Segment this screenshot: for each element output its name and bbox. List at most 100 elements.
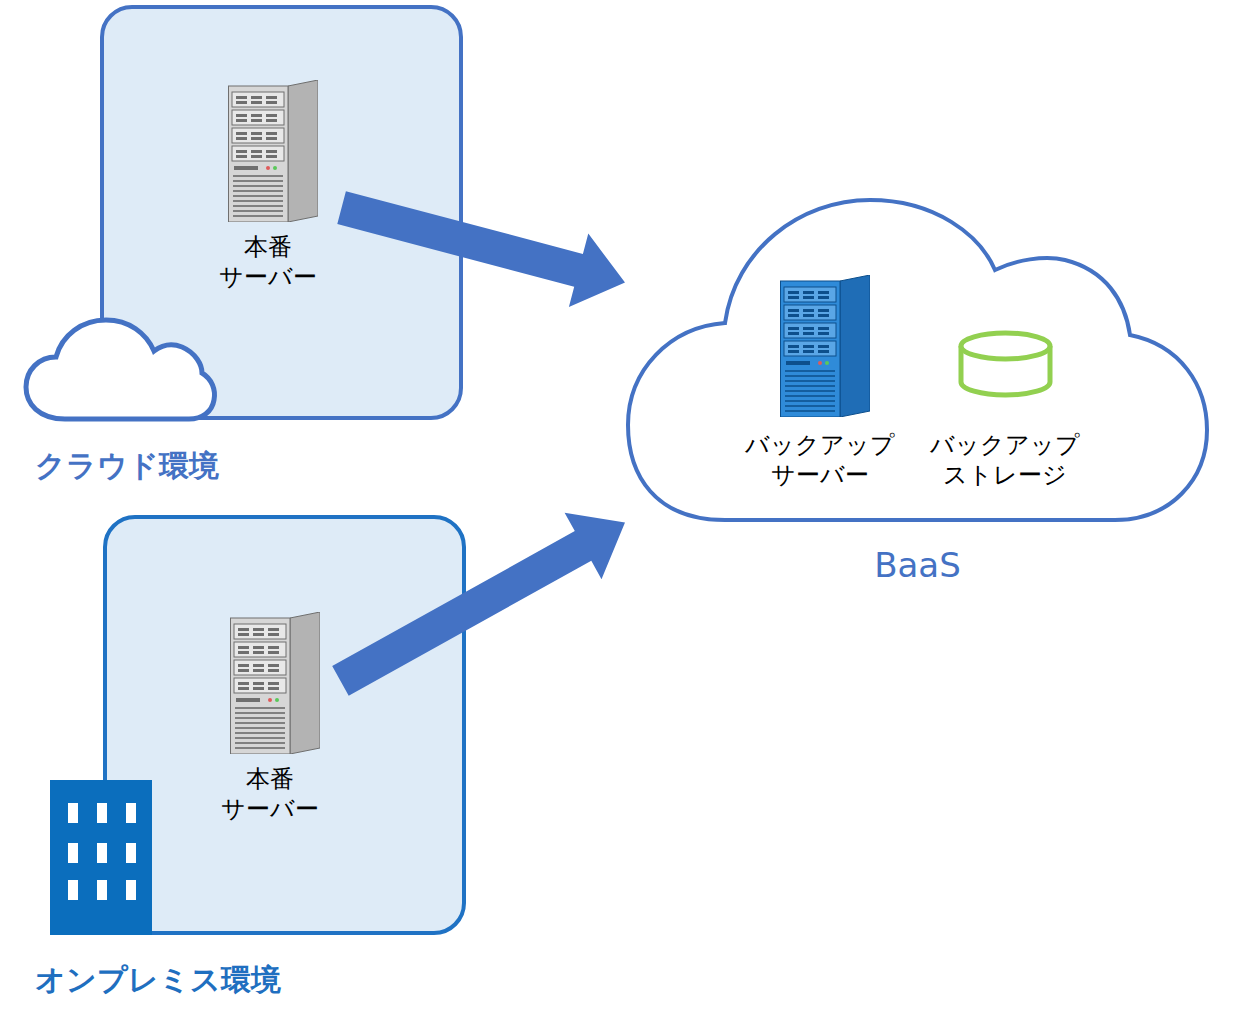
- building-icon: [50, 780, 152, 935]
- drive-slot: [238, 628, 249, 631]
- cloud-shape: [628, 200, 1207, 520]
- server-led: [825, 361, 829, 365]
- drive-slot: [251, 114, 262, 117]
- drive-slot: [253, 646, 264, 649]
- drive-slot: [818, 332, 829, 335]
- building-window: [126, 803, 136, 823]
- drive-slot: [788, 309, 799, 312]
- server-vent: [785, 370, 835, 372]
- drive-slot: [236, 119, 247, 122]
- drive-bay: [232, 146, 284, 161]
- building-window: [68, 803, 78, 823]
- server-led: [273, 166, 277, 170]
- drive-slot: [803, 332, 814, 335]
- building-window: [97, 880, 107, 900]
- environment-region: オンプレミス環境本番 サーバー: [103, 515, 466, 935]
- drive-slot: [268, 687, 279, 690]
- server-vent: [235, 727, 285, 729]
- server-vent: [233, 210, 283, 212]
- server-led: [268, 698, 272, 702]
- server-panel: [234, 166, 258, 170]
- drive-bay: [234, 642, 286, 657]
- drive-slot: [236, 150, 247, 153]
- server-vent: [235, 742, 285, 744]
- drive-slot: [251, 96, 262, 99]
- building-window: [97, 803, 107, 823]
- server-icon: [780, 275, 870, 417]
- server-vent: [233, 215, 283, 217]
- cloud-outline: [625, 195, 1210, 525]
- drive-bay: [784, 323, 836, 338]
- drive-slot: [236, 155, 247, 158]
- drive-slot: [236, 132, 247, 135]
- drive-slot: [268, 628, 279, 631]
- drive-slot: [238, 664, 249, 667]
- drive-slot: [803, 291, 814, 294]
- region-label: クラウド環境: [35, 448, 219, 484]
- drive-slot: [238, 687, 249, 690]
- drive-slot: [266, 96, 277, 99]
- drive-slot: [238, 633, 249, 636]
- server-node: バックアップ サーバー: [735, 275, 905, 494]
- drive-slot: [253, 682, 264, 685]
- drive-bay: [232, 128, 284, 143]
- drive-bay: [234, 624, 286, 639]
- drive-slot: [236, 101, 247, 104]
- drive-slot: [251, 101, 262, 104]
- drive-slot: [803, 314, 814, 317]
- item-label: 本番 サーバー: [205, 232, 330, 292]
- baas-cloud: BaaSバックアップ サーバーバックアップ ストレージ: [625, 195, 1210, 525]
- cloud-label: BaaS: [625, 545, 1210, 586]
- drive-slot: [251, 150, 262, 153]
- server-vent: [785, 385, 835, 387]
- region-label: オンプレミス環境: [35, 962, 281, 998]
- server-vent: [235, 732, 285, 734]
- drive-bay: [234, 678, 286, 693]
- drive-slot: [238, 682, 249, 685]
- drive-slot: [803, 296, 814, 299]
- item-label: 本番 サーバー: [210, 764, 330, 824]
- building-window: [68, 880, 78, 900]
- drive-slot: [266, 132, 277, 135]
- server-vent: [235, 722, 285, 724]
- drive-slot: [818, 345, 829, 348]
- storage-icon: [958, 330, 1053, 400]
- server-vent: [785, 400, 835, 402]
- drive-slot: [803, 350, 814, 353]
- drive-slot: [253, 687, 264, 690]
- drive-slot: [253, 633, 264, 636]
- storage-node: バックアップ ストレージ: [920, 330, 1090, 494]
- drive-slot: [238, 651, 249, 654]
- server-vent: [233, 185, 283, 187]
- item-label: バックアップ サーバー: [735, 430, 905, 490]
- drive-slot: [818, 291, 829, 294]
- drive-slot: [266, 119, 277, 122]
- drive-slot: [253, 651, 264, 654]
- server-led: [266, 166, 270, 170]
- item-label: バックアップ ストレージ: [920, 430, 1090, 490]
- drive-slot: [818, 309, 829, 312]
- drive-slot: [788, 350, 799, 353]
- building-window: [126, 880, 136, 900]
- server-vent: [785, 390, 835, 392]
- drive-slot: [818, 350, 829, 353]
- drive-slot: [266, 114, 277, 117]
- drive-slot: [238, 669, 249, 672]
- drive-slot: [253, 669, 264, 672]
- cloud-icon-shape: [26, 320, 215, 419]
- drive-slot: [236, 96, 247, 99]
- server-side: [840, 275, 870, 417]
- drive-slot: [788, 332, 799, 335]
- drive-slot: [251, 119, 262, 122]
- server-vent: [785, 380, 835, 382]
- server-vent: [233, 180, 283, 182]
- drive-slot: [818, 327, 829, 330]
- drive-slot: [803, 327, 814, 330]
- server-icon: [230, 612, 320, 754]
- server-panel: [236, 698, 260, 702]
- server-vent: [785, 410, 835, 412]
- server-node: 本番 サーバー: [205, 80, 330, 296]
- drive-slot: [788, 291, 799, 294]
- drive-slot: [818, 314, 829, 317]
- drive-slot: [253, 664, 264, 667]
